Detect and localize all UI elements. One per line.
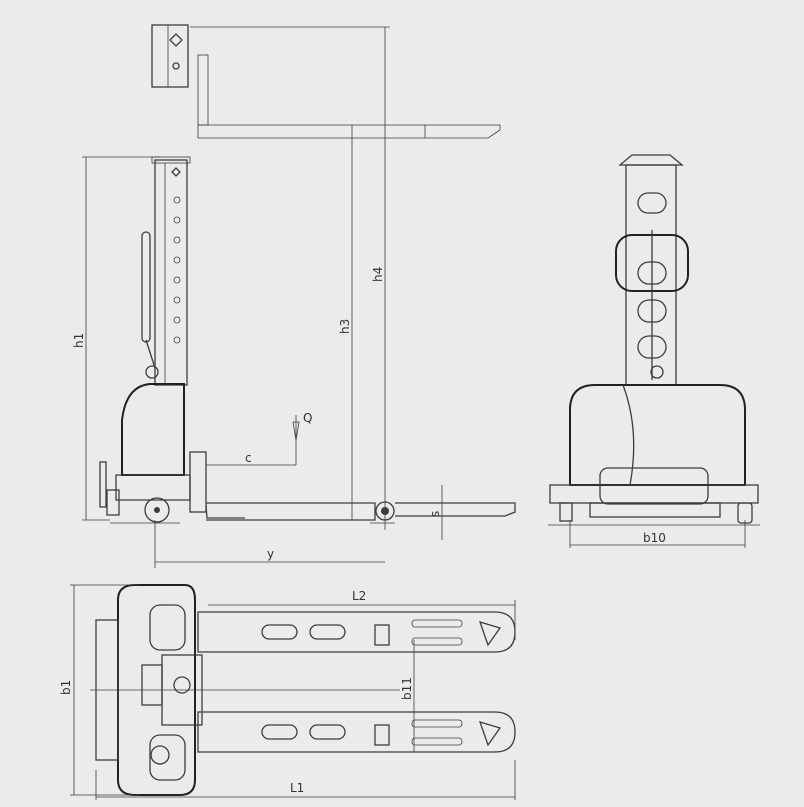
top-view: L2 b11 b1 L1 (59, 584, 516, 800)
label-h3: h3 (338, 319, 352, 334)
forks (206, 501, 516, 521)
label-h4: h4 (371, 267, 385, 282)
top-forks (197, 611, 516, 753)
label-load-center-c: c (245, 451, 252, 465)
side-view: h4 h3 h1 Q c s y (72, 24, 516, 568)
raised-carriage (151, 24, 501, 139)
label-h1: h1 (72, 333, 86, 348)
label-overall-length-l1: L1 (290, 781, 304, 795)
mast (141, 156, 191, 386)
label-fork-length-l2: L2 (352, 589, 366, 603)
label-width-b10: b10 (643, 531, 666, 545)
chassis (99, 383, 395, 524)
label-overall-width-b1: b1 (59, 680, 73, 695)
front-view: b10 (548, 154, 760, 548)
label-fork-thickness-s: s (428, 511, 442, 517)
label-load-q: Q (303, 411, 312, 425)
label-fork-spread-b11: b11 (400, 677, 414, 700)
dimension-lines (82, 27, 443, 568)
label-wheelbase-y: y (267, 547, 274, 561)
